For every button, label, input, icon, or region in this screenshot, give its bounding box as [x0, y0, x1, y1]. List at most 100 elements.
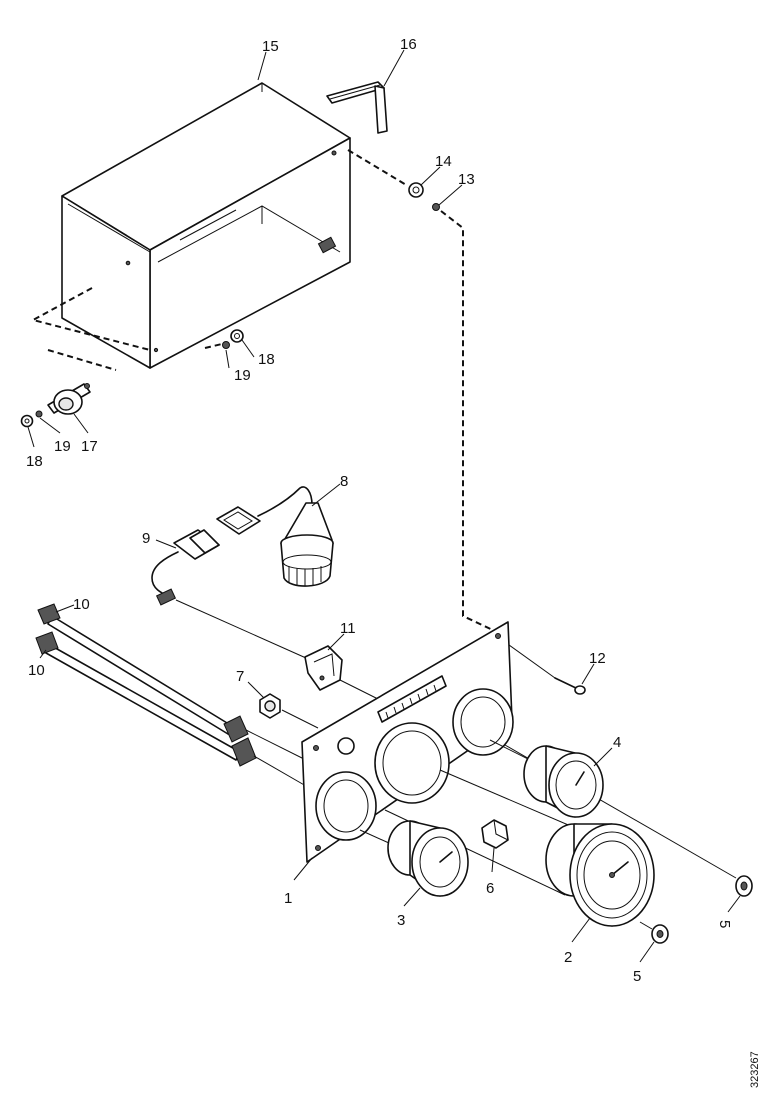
- part-19-nut-left: [35, 410, 43, 418]
- leader-3: [403, 887, 421, 907]
- screw-12-shank: [554, 677, 579, 690]
- gauge-4-dial: [555, 760, 597, 810]
- callout-10: 10: [28, 662, 45, 679]
- leader-1: [293, 857, 313, 881]
- assembly-path-housing-to-washer: [347, 149, 409, 187]
- panel-opening-left-inner: [323, 779, 369, 833]
- assembly-line-gauge-2-top: [439, 769, 581, 831]
- drawing-code: 323267: [749, 1051, 761, 1088]
- part-11-bracket: [304, 645, 343, 691]
- leader-11: [327, 633, 345, 651]
- washer-18-right: [230, 329, 244, 343]
- leader-6: [491, 847, 495, 873]
- leader-18-left: [27, 426, 35, 448]
- hex-key-long-arm: [374, 85, 388, 134]
- panel-opening-center-inner: [382, 730, 442, 796]
- assembly-line-bracket: [339, 679, 381, 701]
- leader-5-right: [727, 895, 741, 913]
- gauge-3-needle: [439, 851, 453, 863]
- gauge-2-needle: [611, 861, 629, 876]
- callout-11: 11: [340, 620, 356, 637]
- assembly-line-fitting: [281, 709, 319, 729]
- hex-key-edge: [329, 84, 381, 100]
- leader-10-upper: [55, 604, 75, 613]
- rod-upper-end-right: [223, 715, 249, 743]
- thermostat-cap: [58, 397, 74, 411]
- harness-connector-mate: [189, 529, 220, 554]
- part-5-screw-bottom: [651, 924, 669, 944]
- nut-13: [432, 203, 440, 211]
- leader-8: [311, 483, 341, 507]
- leader-16: [383, 49, 405, 87]
- part-9-connector-harness: [151, 529, 220, 606]
- part-18-washer-right: [230, 329, 244, 343]
- leader-2: [571, 917, 591, 943]
- panel-opening-right: [452, 688, 514, 756]
- harness-cable: [151, 551, 179, 599]
- leader-19-left: [39, 417, 61, 434]
- housing-screw-hole: [331, 150, 337, 156]
- part-16-hex-key: [326, 81, 388, 134]
- housing-inner-rib: [179, 209, 237, 241]
- knob-edge: [493, 819, 509, 841]
- part-4-gauge: [523, 745, 604, 818]
- callout-18: 18: [258, 351, 275, 368]
- assembly-line-rod-lower: [253, 755, 307, 787]
- panel-opening-left: [315, 771, 377, 841]
- callout-19: 19: [234, 367, 251, 384]
- callout-6: 6: [486, 880, 494, 897]
- part-13-nut: [432, 203, 440, 211]
- part-17-thermostat: [47, 383, 91, 415]
- part-12-screw: [554, 677, 586, 695]
- part-10-rod-upper: [37, 603, 249, 743]
- rod-upper-shaft: [47, 615, 233, 735]
- leader-7: [247, 681, 265, 699]
- washer-14-outer: [408, 182, 424, 198]
- panel-screw-hole: [495, 633, 501, 639]
- callout-4: 4: [613, 734, 621, 751]
- rod-lower-shaft: [45, 644, 241, 761]
- leader-5-bottom: [639, 941, 655, 963]
- leader-19-right: [225, 349, 230, 369]
- leader-18-right: [241, 339, 255, 358]
- part-2-gauge: [545, 823, 655, 927]
- sensor-connector-face: [223, 511, 253, 530]
- housing-inner-edge: [67, 203, 151, 253]
- part-10-rod-lower: [35, 631, 257, 767]
- callout-15: 15: [262, 38, 279, 55]
- sensor-rim-mid: [282, 554, 332, 570]
- bracket-body: [304, 645, 343, 691]
- assembly-path-to-thermostat: [47, 349, 117, 371]
- assembly-path-housing-bottom-right: [204, 343, 223, 349]
- callout-5: 5: [716, 920, 733, 928]
- callout-12: 12: [589, 650, 606, 667]
- washer-18-left: [20, 414, 34, 428]
- rod-lower-end-left: [35, 631, 59, 655]
- part-8-sensor-cable: [216, 486, 334, 587]
- callout-18: 18: [26, 453, 43, 470]
- callout-5: 5: [633, 968, 641, 985]
- callout-19: 19: [54, 438, 71, 455]
- assembly-line-screw-12: [501, 639, 556, 679]
- rod-upper-end-left: [37, 603, 61, 625]
- screw-5-bottom-slot: [656, 930, 664, 938]
- panel-opening-right-inner: [460, 696, 506, 748]
- callout-2: 2: [564, 949, 572, 966]
- sensor-cable: [257, 486, 313, 517]
- part-7-fitting: [259, 693, 281, 719]
- assembly-path-housing-bottom: [30, 287, 151, 351]
- callout-7: 7: [236, 668, 244, 685]
- panel-screw-hole: [315, 845, 321, 851]
- callout-16: 16: [400, 36, 417, 53]
- panel-opening-center: [374, 722, 450, 804]
- part-6-knob: [481, 819, 509, 849]
- assembly-line-rod-upper: [245, 729, 307, 761]
- callout-10: 10: [73, 596, 90, 613]
- panel-terminal-pins: [385, 684, 437, 719]
- harness-plug: [155, 588, 177, 606]
- leader-9: [155, 539, 177, 549]
- callout-13: 13: [458, 171, 475, 188]
- leader-4: [593, 747, 613, 767]
- screw-12-head: [574, 685, 586, 695]
